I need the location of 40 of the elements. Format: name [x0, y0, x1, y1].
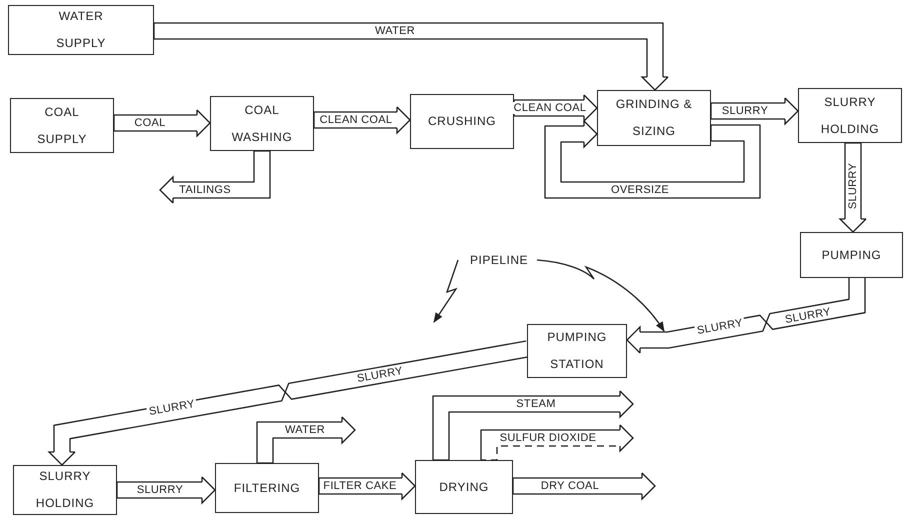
- process-box: [527, 324, 627, 378]
- process-box: [597, 90, 711, 146]
- edge-label: SULFUR DIOXIDE: [498, 432, 598, 444]
- edge-label: DRY COAL: [538, 480, 602, 492]
- edge-label: SLURRY: [847, 160, 859, 212]
- edge-label: STEAM: [514, 398, 558, 410]
- process-box: [415, 460, 513, 514]
- edge-label: SLURRY: [134, 484, 186, 496]
- process-name: COAL WASHING: [232, 102, 292, 146]
- edge-label: OVERSIZE: [608, 184, 672, 196]
- process-name: DRYING: [439, 478, 489, 496]
- process-name: PUMPING STATION: [547, 329, 607, 373]
- edge-label: CLEAN COAL: [512, 102, 588, 114]
- edge-label: TAILINGS: [177, 184, 233, 196]
- leader-line: [536, 259, 665, 332]
- process-box: [8, 5, 154, 55]
- leader-line: [433, 260, 459, 323]
- process-box: [215, 463, 319, 513]
- edge-label: FILTER CAKE: [321, 480, 399, 492]
- process-name: FILTERING: [234, 480, 300, 496]
- process-name: COAL SUPPLY: [37, 104, 87, 148]
- edge-label: WATER: [373, 25, 417, 37]
- process-name: WATER SUPPLY: [56, 8, 106, 52]
- process-name: PUMPING: [822, 246, 882, 264]
- edge-label: COAL: [132, 117, 168, 129]
- process-name: SLURRY HOLDING: [820, 94, 880, 138]
- edge-label: WATER: [283, 424, 327, 436]
- edge-label: CLEAN COAL: [318, 114, 394, 126]
- process-box: [210, 96, 314, 151]
- process-name: GRINDING & SIZING: [614, 96, 694, 140]
- process-box: [410, 94, 514, 149]
- process-name: CRUSHING: [428, 113, 496, 130]
- edge-label: SLURRY: [720, 105, 770, 117]
- callout-text: PIPELINE: [462, 250, 536, 270]
- process-box: [800, 232, 903, 278]
- process-name: SLURRY HOLDING: [36, 468, 94, 512]
- edge-label: SLURRY: [782, 306, 834, 326]
- process-box: [13, 465, 117, 515]
- process-box: [798, 88, 902, 143]
- process-box: [10, 98, 114, 153]
